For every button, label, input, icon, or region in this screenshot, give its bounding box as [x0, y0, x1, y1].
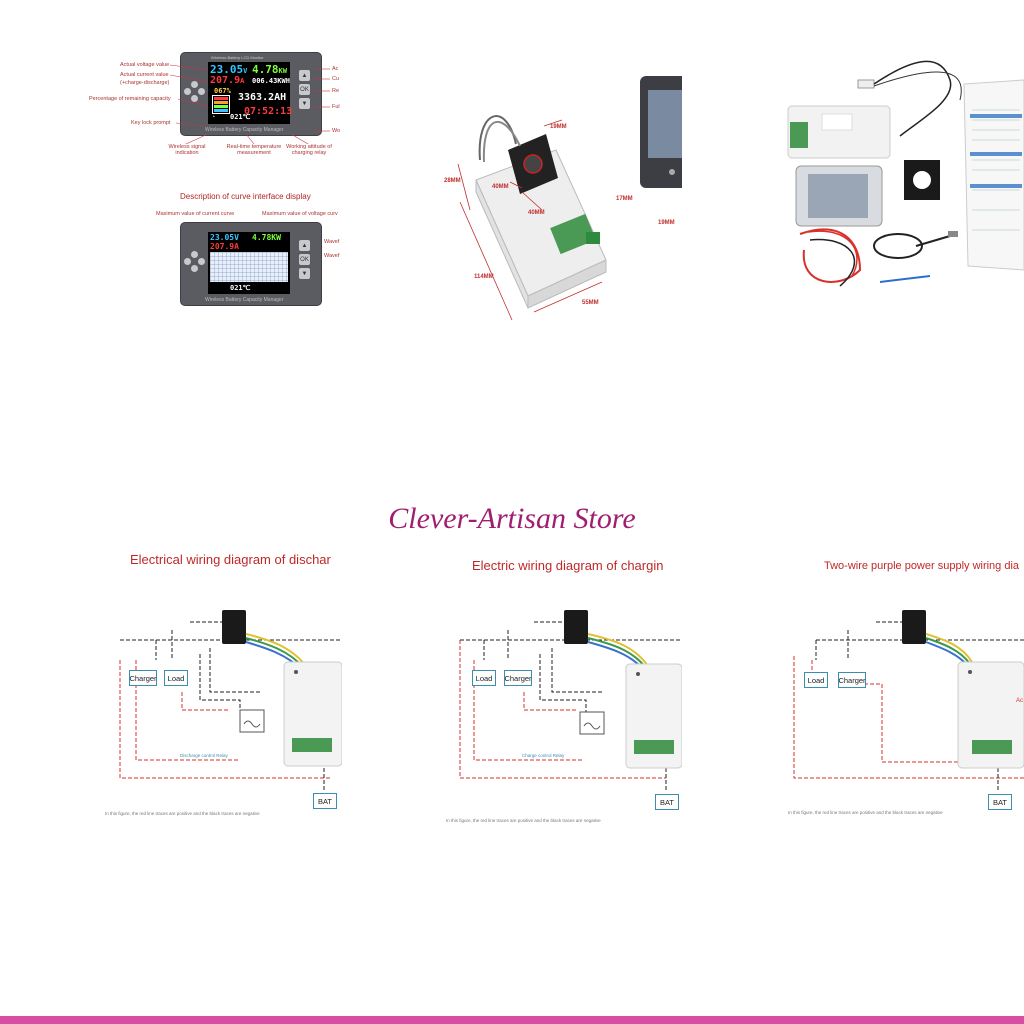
- curve-current: 207.9A: [210, 242, 239, 251]
- lcd-device-top: Wireless Battery LCD Monitor 23.05V 4.78…: [180, 52, 322, 136]
- label-right-3: Re: [332, 88, 340, 94]
- label-right-2: Cu: [332, 76, 340, 82]
- lcd-header: Wireless Battery LCD Monitor: [211, 55, 264, 60]
- down-button[interactable]: ▼: [299, 98, 310, 109]
- label-wave-2: Wavef: [324, 253, 340, 259]
- curve-down-button[interactable]: ▼: [299, 268, 310, 279]
- lcd-footer: Wireless Battery Capacity Manager: [205, 127, 284, 133]
- label-actual-voltage: Actual voltage value: [120, 62, 170, 68]
- curve-power: 4.78KW: [252, 233, 281, 242]
- label-charge-discharge: (+charge-discharge): [120, 80, 170, 86]
- dim-19mm-top: 19MM: [550, 124, 567, 130]
- lcd-voltage: 23.05V: [210, 63, 248, 76]
- lcd-dpad: [184, 81, 206, 103]
- dimension-drawing: [457, 76, 682, 321]
- curve-title: Description of curve interface display: [180, 192, 311, 201]
- label-relay: Working attitude of charging relay: [286, 144, 332, 156]
- lcd-percent: 067%: [214, 87, 231, 95]
- load-box-3: Load: [804, 672, 828, 688]
- curve-screen: 23.05V 4.78KW 207.9A 021℃: [208, 232, 290, 294]
- wiring-diagram-two-wire: Load Charger BAT Ac In this figure, the …: [786, 600, 1024, 825]
- lcd-buttons: ▲ OK ▼: [299, 67, 310, 112]
- curve-buttons: ▲ OK ▼: [299, 237, 310, 282]
- curve-dpad: [184, 251, 206, 273]
- battery-icon: [212, 95, 230, 114]
- dim-40mm-a: 40MM: [492, 184, 509, 190]
- dim-19mm-bottom: 19MM: [658, 220, 675, 226]
- label-temperature: Real-time temperature measurement: [226, 144, 282, 156]
- label-remaining: Percentage of remaining capacity: [89, 96, 171, 102]
- two-wire-label: Ac: [1016, 698, 1024, 704]
- dim-114mm: 114MM: [474, 274, 494, 280]
- lcd-capacity: 3363.2AH: [238, 92, 287, 103]
- label-max-current: Maximum value of current curve: [156, 211, 235, 217]
- label-right-5: Wo: [332, 128, 341, 134]
- wiring-note-3: In this figure, the red line traces are …: [788, 810, 943, 815]
- charger-box-2: Charger: [504, 670, 532, 686]
- curve-ok-button[interactable]: OK: [299, 254, 310, 265]
- bottom-accent-bar: [0, 1016, 1024, 1024]
- lcd-power: 4.78KW: [252, 63, 287, 76]
- store-name: Clever-Artisan Store: [388, 502, 636, 535]
- lcd-time: 07:52:13: [244, 106, 293, 117]
- load-box-1: Load: [164, 670, 188, 686]
- panel-package-contents: [780, 40, 1024, 300]
- curve-footer: Wireless Battery Capacity Manager: [205, 297, 284, 303]
- wiring-title-charge: Electric wiring diagram of chargin: [472, 558, 664, 573]
- callout-lines-top: [169, 64, 330, 145]
- label-wave-1: Wavef: [324, 239, 340, 245]
- wiring-diagram-charge: Load Charger BAT Charge control Relay In…: [444, 600, 682, 830]
- wifi-icon: ◔: [211, 114, 216, 121]
- dim-28mm: 28MM: [444, 178, 461, 184]
- lcd-device-curve: 23.05V 4.78KW 207.9A 021℃ ▲ OK ▼ Wireles…: [180, 222, 322, 306]
- label-right-1: Ac: [332, 66, 339, 72]
- curve-temperature: 021℃: [230, 284, 251, 292]
- package-photo: [787, 60, 1024, 287]
- charger-box-3: Charger: [838, 672, 866, 688]
- panel-lcd-description: Wireless Battery LCD Monitor 23.05V 4.78…: [86, 40, 346, 320]
- curve-voltage: 23.05V: [210, 233, 239, 242]
- wiring-title-discharge: Electrical wiring diagram of dischar: [130, 552, 331, 567]
- label-wireless: Wireless signal indication: [168, 144, 206, 156]
- relay-label-1: Discharge control Relay: [180, 753, 228, 758]
- bat-box-2: BAT: [655, 794, 679, 810]
- lcd-current: 207.9A: [210, 75, 245, 86]
- wiring-note-2: In this figure, the red line traces are …: [446, 818, 601, 823]
- relay-label-2: Charge control Relay: [522, 753, 565, 758]
- panel-dimensions: 19MM 28MM 40MM 40MM 114MM 55MM 17MM 19MM: [436, 60, 682, 330]
- ok-button[interactable]: OK: [299, 84, 310, 95]
- wiring-lines-1: [119, 610, 342, 790]
- lcd-temperature: 021℃: [230, 113, 251, 121]
- lcd-energy: 006.43KWH: [252, 77, 290, 85]
- label-max-voltage: Maximum value of voltage curv: [262, 211, 338, 217]
- dim-40mm-b: 40MM: [528, 210, 545, 216]
- curve-grid: [210, 252, 288, 282]
- lcd-screen: 23.05V 4.78KW 207.9A 006.43KWH 067% 3363…: [208, 62, 293, 124]
- label-key-lock: Key lock prompt: [131, 120, 171, 126]
- label-right-4: Ful: [332, 104, 340, 110]
- bat-box-3: BAT: [988, 794, 1012, 810]
- label-actual-current: Actual current value: [120, 72, 169, 78]
- wiring-lines-2: [459, 610, 682, 790]
- dim-17mm: 17MM: [616, 196, 633, 202]
- load-box-2: Load: [472, 670, 496, 686]
- bat-box-1: BAT: [313, 793, 337, 809]
- curve-up-button[interactable]: ▲: [299, 240, 310, 251]
- dim-55mm: 55MM: [582, 300, 599, 306]
- wiring-note-1: In this figure, the red line traces are …: [105, 811, 260, 816]
- wiring-title-two-wire: Two-wire purple power supply wiring dia: [824, 560, 1020, 572]
- up-button[interactable]: ▲: [299, 70, 310, 81]
- wiring-diagram-discharge: Charger Load BAT Discharge control Relay…: [100, 600, 342, 825]
- charger-box-1: Charger: [129, 670, 157, 686]
- wiring-lines-3: [793, 610, 1024, 790]
